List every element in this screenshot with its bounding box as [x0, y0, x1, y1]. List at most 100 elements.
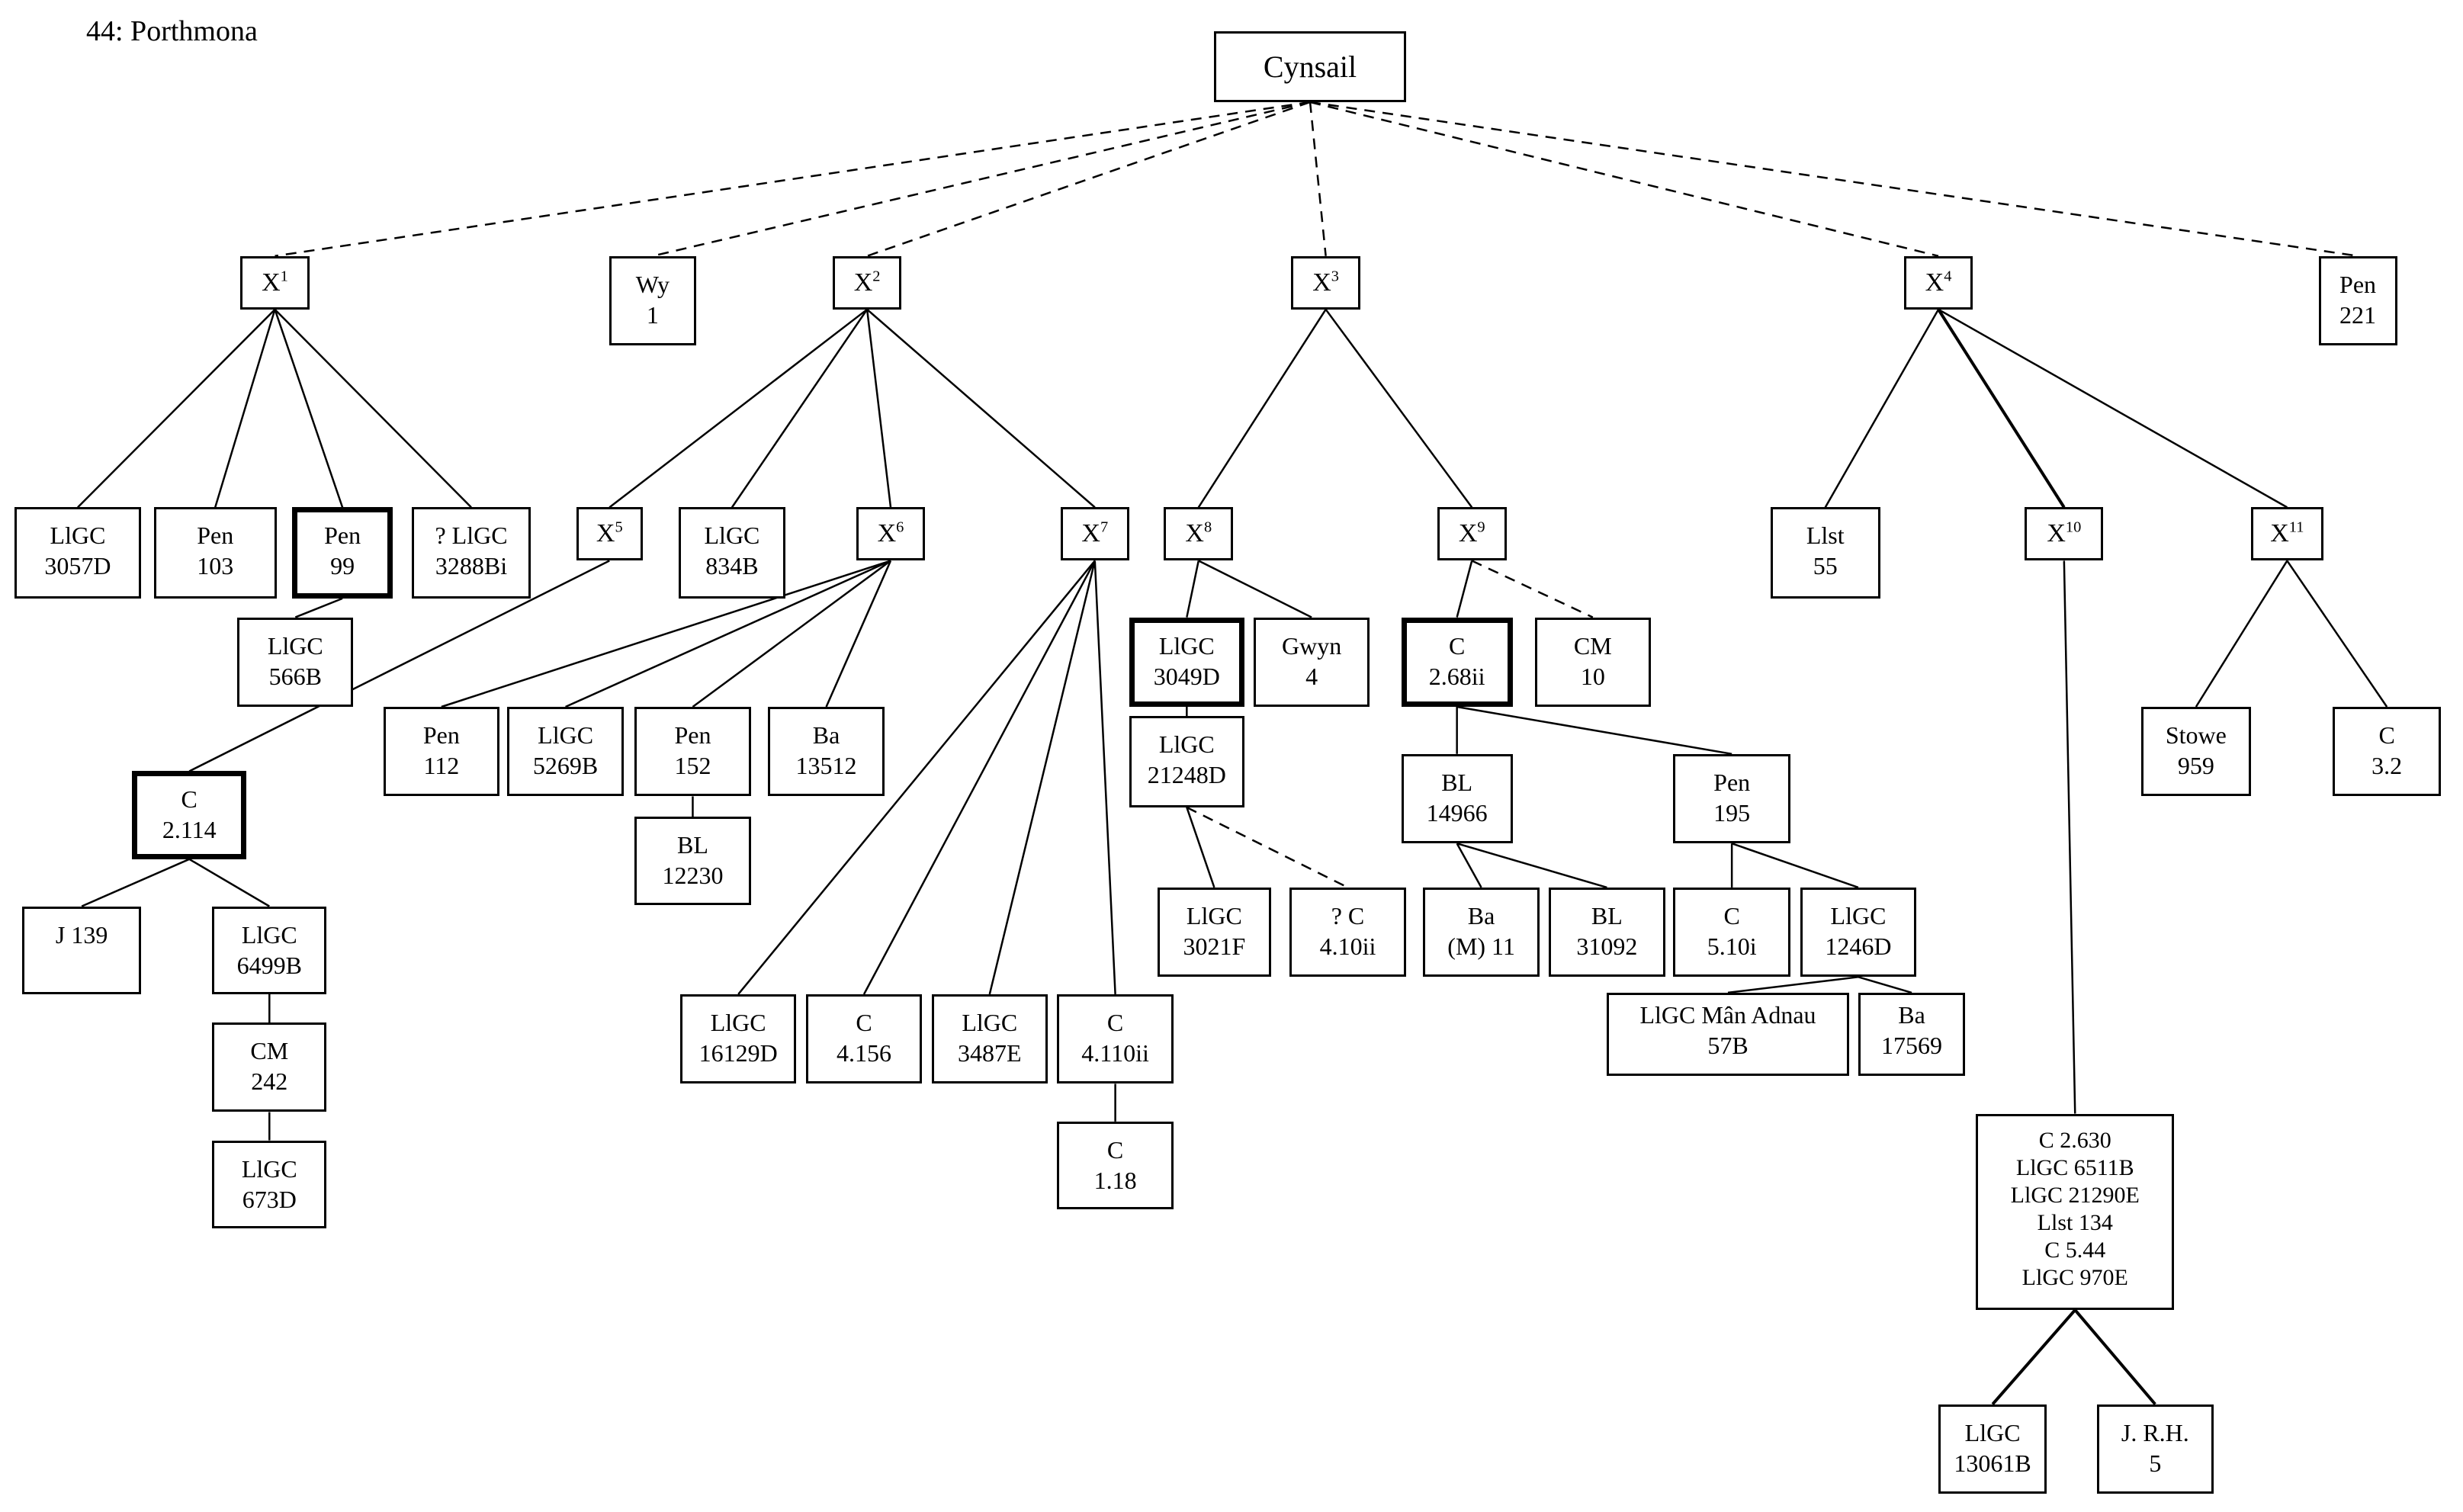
node-label-line: LlGC 6511B [2015, 1154, 2134, 1180]
node-label-superscript: 1 [280, 268, 288, 285]
node-label-line: Gwyn [1281, 631, 1342, 660]
node-label-line: 195 [1713, 798, 1751, 827]
node-label-superscript: 6 [896, 519, 904, 537]
edge-x7-to-llgc3487e [988, 560, 1097, 995]
node-label-base: X [262, 268, 281, 297]
node-label: X6 [878, 518, 904, 549]
edge-cynsail-to-x4-dashed [1309, 101, 1939, 257]
node-label-line: LlGC [1158, 730, 1215, 759]
edge-llgc21248d-to-c410ii-dashed [1186, 806, 1349, 889]
manuscript-node-jrh5: J. R.H.5 [2097, 1404, 2214, 1494]
node-label-superscript: 9 [1477, 519, 1485, 537]
node-label-line: 2.114 [162, 816, 217, 844]
edge-x2-to-llgc834b [731, 309, 869, 509]
node-label-line: 959 [2177, 752, 2214, 779]
edge-x4-to-x10 [1937, 308, 2066, 509]
node-label: X8 [1185, 518, 1212, 549]
node-label-line: Ba [1898, 1000, 1925, 1029]
node-label-base: X [1185, 519, 1204, 548]
edge-x8-to-gwyn4 [1198, 560, 1312, 618]
node-label-line: CM [250, 1037, 289, 1065]
node-label: X10 [2047, 518, 2081, 549]
edge-x3-to-x9 [1325, 309, 1473, 509]
node-label-line: C 5.44 [2044, 1237, 2106, 1263]
node-label-line: LlGC [538, 721, 594, 749]
node-label: X1 [262, 268, 288, 298]
root-node-cynsail: Cynsail [1214, 31, 1406, 102]
edge-x2-to-x5 [609, 308, 868, 509]
node-label-line: 4.110ii [1081, 1038, 1149, 1067]
edge-cynsail-to-pen221-dashed [1309, 101, 2359, 258]
node-label-line: 2.68ii [1428, 662, 1485, 690]
node-label: X7 [1081, 518, 1108, 549]
node-label: X5 [596, 518, 623, 549]
node-label-line: LlGC [704, 522, 760, 550]
edge-x6-to-llgc5269b [565, 560, 891, 708]
node-label-line: LlGC [241, 1154, 297, 1183]
node-label-line: 31092 [1576, 932, 1638, 960]
node-label: X11 [2270, 518, 2304, 549]
node-label-superscript: 3 [1331, 268, 1339, 285]
hyparchetype-node-x3: X3 [1291, 255, 1360, 310]
node-label-line: 221 [2339, 300, 2377, 329]
node-label-line: LlGC 970E [2021, 1264, 2128, 1290]
node-label-line: C [1106, 1135, 1124, 1164]
edge-x3-to-x8 [1197, 309, 1327, 509]
node-label-base: X [853, 268, 873, 297]
node-label-line: 14966 [1426, 798, 1488, 827]
edge-cynsail-to-x1-dashed [275, 101, 1311, 258]
node-label-superscript: 5 [615, 519, 623, 537]
edge-x11-to-stowe959 [2195, 560, 2288, 708]
node-label-line: 12230 [662, 862, 724, 890]
node-label-line: 673D [242, 1185, 297, 1213]
node-label-line: C [1448, 631, 1466, 660]
node-label-line: 4.156 [836, 1038, 891, 1067]
node-label-line: Stowe [2165, 721, 2227, 749]
node-label-line: 103 [197, 552, 234, 580]
node-label-line: 152 [674, 752, 711, 779]
edge-x10-to-group [2063, 560, 2076, 1114]
edge-x7-to-llgc16129d [737, 560, 1096, 995]
node-label-line: 21248D [1147, 761, 1226, 789]
node-label-line: 1.18 [1093, 1166, 1137, 1194]
node-label-line: Pen [324, 522, 361, 550]
edge-x7-to-c4110ii [1093, 560, 1116, 995]
node-label-line: LlGC [267, 631, 323, 660]
edge-x6-to-pen152 [692, 560, 891, 708]
node-label-base: X [2047, 519, 2066, 548]
node-label-line: 112 [423, 752, 460, 779]
node-label-line: Pen [2339, 270, 2377, 298]
hyparchetype-node-x11: X11 [2250, 507, 2323, 561]
node-label-line: C [1723, 901, 1740, 929]
node-label-line: Llst 134 [2037, 1209, 2113, 1235]
node-label: X3 [1312, 268, 1339, 298]
edge-x9-to-cm10-dashed [1471, 560, 1594, 618]
node-label-line: 566B [268, 662, 322, 690]
manuscript-node-bam11: Ba(M) 11 [1423, 887, 1540, 978]
node-label-line: 1246D [1825, 932, 1892, 960]
node-label-line: LlGC [1964, 1418, 2021, 1446]
